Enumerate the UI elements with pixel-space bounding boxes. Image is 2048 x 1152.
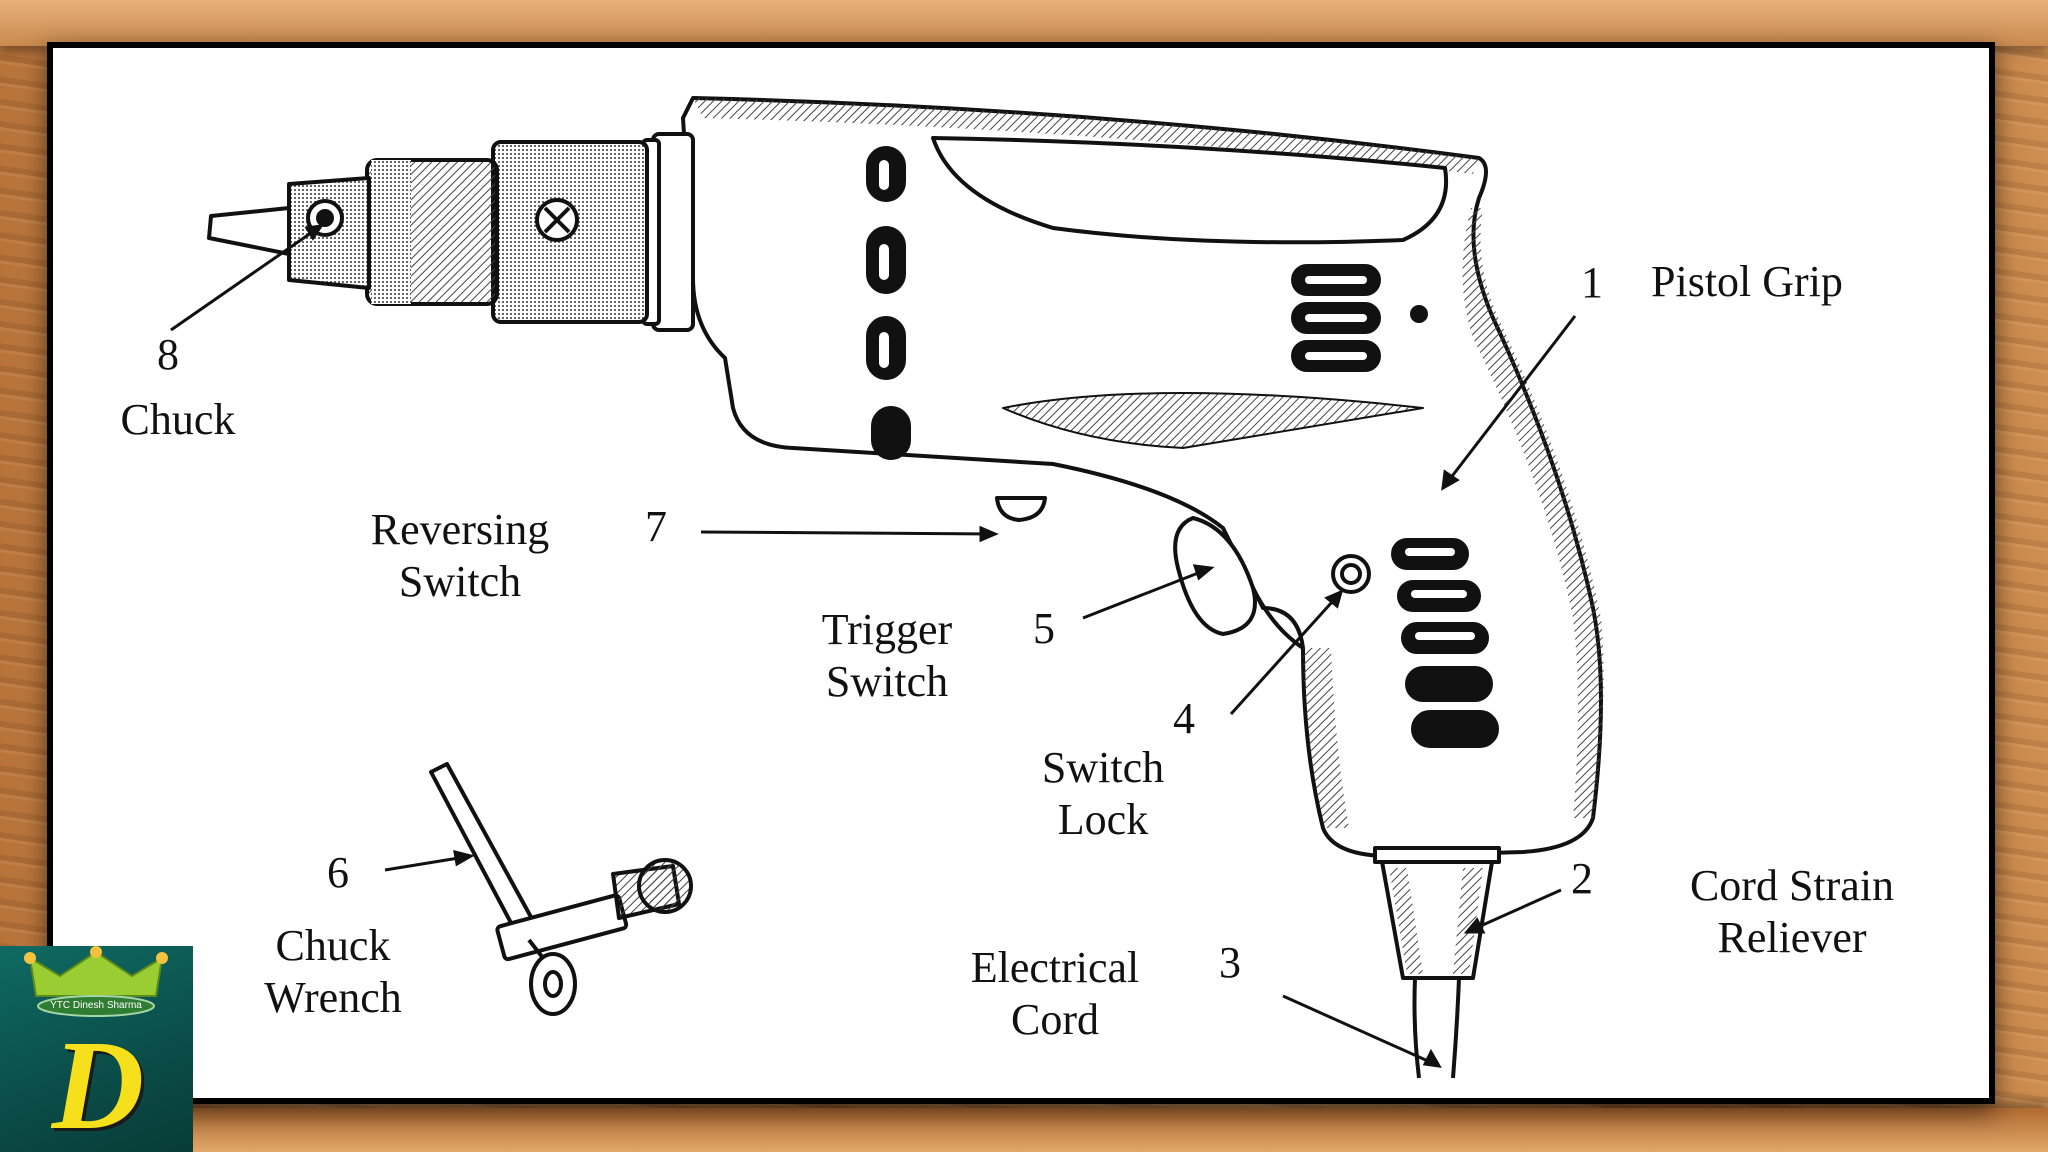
label-switch-lock-line2: Lock xyxy=(1013,794,1193,846)
chuck-wrench-drawing xyxy=(431,764,691,1014)
label-2-number: 2 xyxy=(1571,854,1593,904)
label-electrical-cord-line2: Cord xyxy=(935,994,1175,1046)
diagram-frame: 1 Pistol Grip 2 Cord Strain Reliever 3 E… xyxy=(47,42,1995,1104)
logo-badge-text: YTC Dinesh Sharma xyxy=(40,998,152,1014)
label-pistol-grip: Pistol Grip xyxy=(1651,256,1843,308)
label-switch-lock-line1: Switch xyxy=(1013,742,1193,794)
chuck-assembly xyxy=(209,142,647,322)
label-3-number: 3 xyxy=(1219,938,1241,988)
label-chuck-wrench-line1: Chuck xyxy=(233,920,433,972)
label-1-number: 1 xyxy=(1581,258,1603,308)
label-trigger-switch-line1: Trigger xyxy=(787,604,987,656)
label-electrical-cord-line1: Electrical xyxy=(935,942,1175,994)
label-8-number: 8 xyxy=(157,330,179,380)
logo-letter: D xyxy=(18,1020,178,1150)
label-5-number: 5 xyxy=(1033,604,1055,654)
label-6-number: 6 xyxy=(327,848,349,898)
label-4-number: 4 xyxy=(1173,694,1195,744)
label-trigger-switch-line2: Switch xyxy=(787,656,987,708)
diagram-paper: 1 Pistol Grip 2 Cord Strain Reliever 3 E… xyxy=(53,48,1989,1098)
wood-plank-top xyxy=(0,0,2048,46)
label-chuck-wrench-line2: Wrench xyxy=(233,972,433,1024)
label-cord-strain-reliever-line1: Cord Strain xyxy=(1651,860,1933,912)
label-cord-strain-reliever-line2: Reliever xyxy=(1651,912,1933,964)
label-reversing-switch-line2: Switch xyxy=(335,556,585,608)
drill-body xyxy=(643,98,1604,1078)
wood-plank-bottom xyxy=(0,1108,2048,1152)
label-7-number: 7 xyxy=(645,502,667,552)
channel-logo: YTC Dinesh Sharma D xyxy=(0,946,193,1152)
label-reversing-switch-line1: Reversing xyxy=(335,504,585,556)
label-chuck: Chuck xyxy=(103,394,253,446)
